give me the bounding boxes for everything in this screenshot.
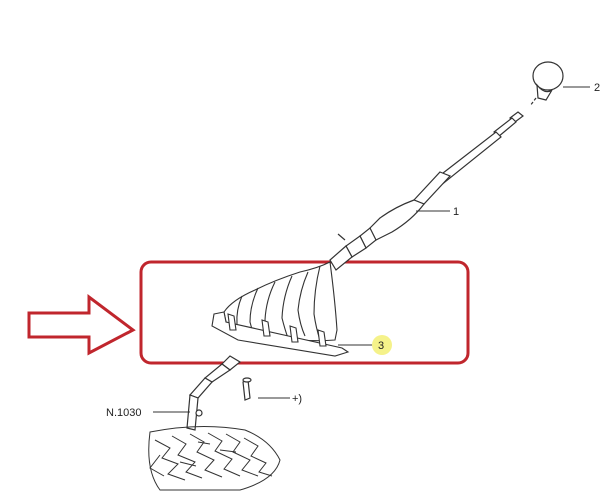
label-part-2: 2 [594, 82, 600, 94]
label-part-3: 3 [378, 340, 384, 352]
label-bolt-ref: +) [292, 393, 302, 405]
label-n1030: N.1030 [106, 407, 141, 419]
highlight-marker [372, 335, 392, 355]
highlight-box [139, 260, 470, 365]
gear-boot [211, 261, 350, 357]
gearbox-housing [148, 425, 281, 491]
lower-linkage [186, 355, 252, 431]
shift-lever [329, 111, 524, 271]
right-arrow-icon [27, 294, 136, 356]
label-part-1: 1 [453, 206, 459, 218]
shift-knob [529, 61, 564, 107]
leader-lines [153, 86, 590, 413]
